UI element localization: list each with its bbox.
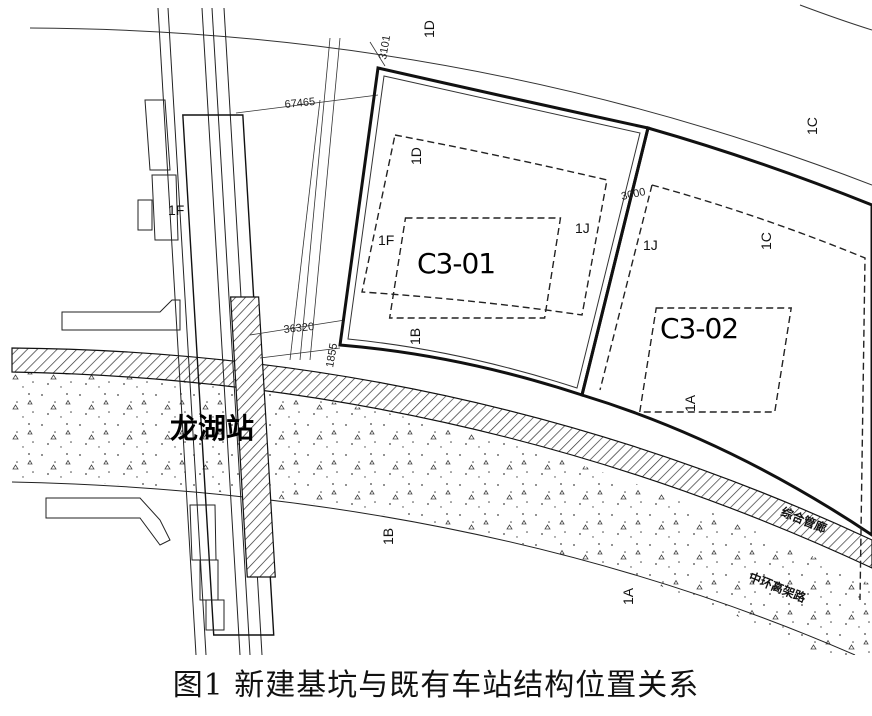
pit-label-c3-01: C3-01 (417, 247, 495, 280)
station-name: 龙湖站 (170, 412, 254, 445)
zone-label: 1A (620, 587, 636, 605)
road-edge-top (29, 27, 872, 186)
zone-label: 1B (380, 528, 396, 545)
site-plan-drawing: C3-01 C3-02 龙湖站 1D 1C 1D 1J 1F 1B 1J 1C … (11, 4, 872, 655)
dimension-label: 67465 (284, 96, 316, 111)
pit-label-c3-02: C3-02 (660, 312, 738, 345)
station-entrances (45, 99, 225, 631)
zone-label: 1J (643, 237, 658, 253)
zone-label: 1J (575, 220, 590, 236)
zone-label: 1D (408, 147, 424, 165)
dimension-label: 3000 (620, 186, 646, 203)
pit-c3-02-boundary (580, 126, 872, 537)
zone-label: 1B (407, 328, 423, 345)
road-edge-lower (11, 481, 856, 655)
dimension-labels: 67465 3101 3000 36320 1855 (283, 34, 647, 368)
dimension-label: 1855 (324, 342, 340, 368)
zone-label: 1D (421, 20, 437, 38)
zone-label: 1F (378, 232, 394, 248)
road-edge-top-right (799, 4, 872, 31)
dimension-leaders (235, 41, 386, 359)
dimension-label: 36320 (283, 321, 315, 336)
figure-caption: 图1 新建基坑与既有车站结构位置关系 (172, 668, 700, 703)
metro-tracks (157, 7, 263, 655)
dimension-label: 3101 (377, 34, 393, 60)
basement-outlines (361, 134, 866, 601)
zone-label: 1F (168, 202, 184, 218)
dimension-strip (289, 37, 341, 361)
zone-label: 1A (682, 394, 698, 412)
zone-labels: 1D 1C 1D 1J 1F 1B 1J 1C 1A 1B 1A 1F (168, 20, 820, 605)
zone-label: 1C (804, 117, 820, 135)
zone-label: 1C (758, 232, 774, 250)
station-box (182, 114, 276, 636)
hatched-band (11, 347, 872, 569)
